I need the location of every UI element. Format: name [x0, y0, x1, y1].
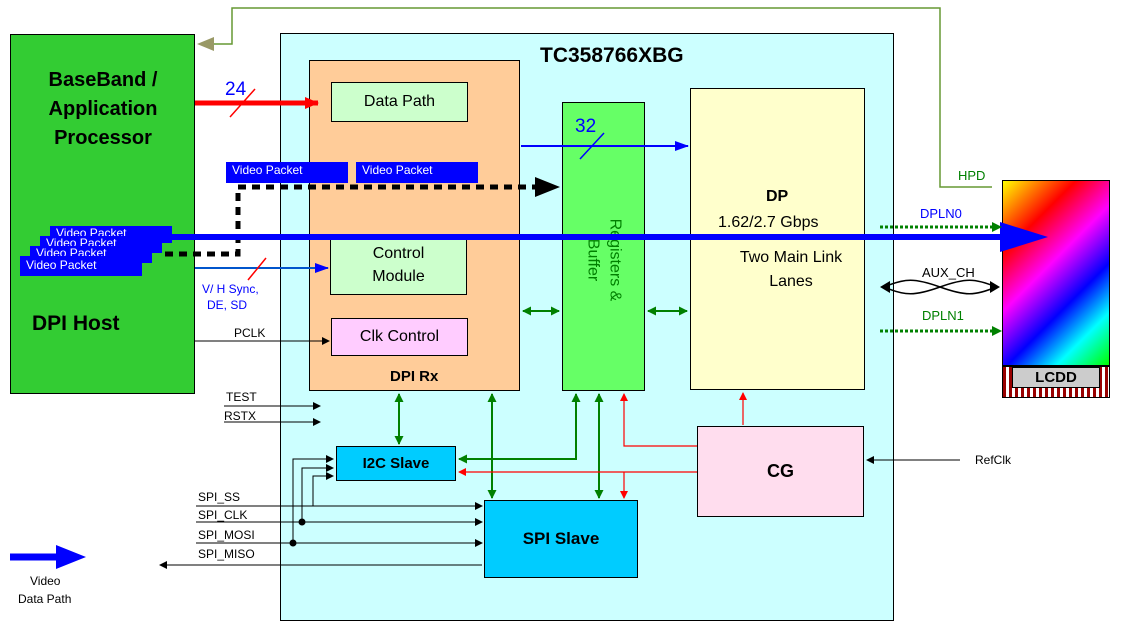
test-label: TEST — [226, 390, 257, 404]
pclk-label: PCLK — [234, 326, 266, 340]
clk-control-block: Clk Control — [331, 318, 468, 356]
control-module-block: Control Module — [330, 234, 467, 295]
dp-title: DP — [766, 188, 789, 205]
cg-block: CG — [697, 426, 864, 517]
hpd-label: HPD — [958, 168, 986, 183]
dpln0-label: DPLN0 — [920, 206, 962, 221]
spi-ss-label: SPI_SS — [198, 490, 241, 504]
lcdd-display — [1002, 180, 1110, 366]
spi-miso-label: SPI_MISO — [198, 547, 255, 561]
dp-speed: 1.62/2.7 Gbps — [718, 214, 819, 231]
refclk-label: RefClk — [975, 453, 1012, 467]
vhsync-label: V/ H Sync, — [202, 282, 259, 296]
de-sd-label: DE, SD — [207, 298, 248, 312]
dpi-rx-label: DPI Rx — [390, 368, 439, 385]
legend-line2: Data Path — [18, 592, 72, 606]
bus-width-32: 32 — [575, 116, 597, 137]
aux-ch-label: AUX_CH — [922, 265, 975, 280]
spi-mosi-label: SPI_MOSI — [198, 528, 255, 542]
spi-clk-label: SPI_CLK — [198, 508, 248, 522]
video-packet-2: Video Packet — [356, 162, 478, 183]
rstx-label: RSTX — [224, 409, 257, 423]
spi-slave-block: SPI Slave — [484, 500, 638, 578]
host-subtitle: DPI Host — [32, 312, 120, 335]
legend-line1: Video — [30, 574, 61, 588]
bus-width-24: 24 — [225, 79, 247, 100]
i2c-slave-block: I2C Slave — [336, 446, 456, 481]
registers-buffer-block — [562, 102, 645, 391]
dpln1-label: DPLN1 — [922, 308, 964, 323]
video-packet-1: Video Packet — [226, 162, 348, 183]
host-title: BaseBand / Application Processor — [48, 69, 158, 149]
chip-name: TC358766XBG — [540, 44, 684, 67]
dpi-host-block — [10, 34, 195, 394]
lcdd-label: LCDD — [1012, 367, 1100, 388]
data-path-block: Data Path — [331, 82, 468, 122]
video-packet-stack-4: Video Packet — [20, 256, 142, 276]
dp-lanes: Two Main Link Lanes — [739, 249, 843, 290]
